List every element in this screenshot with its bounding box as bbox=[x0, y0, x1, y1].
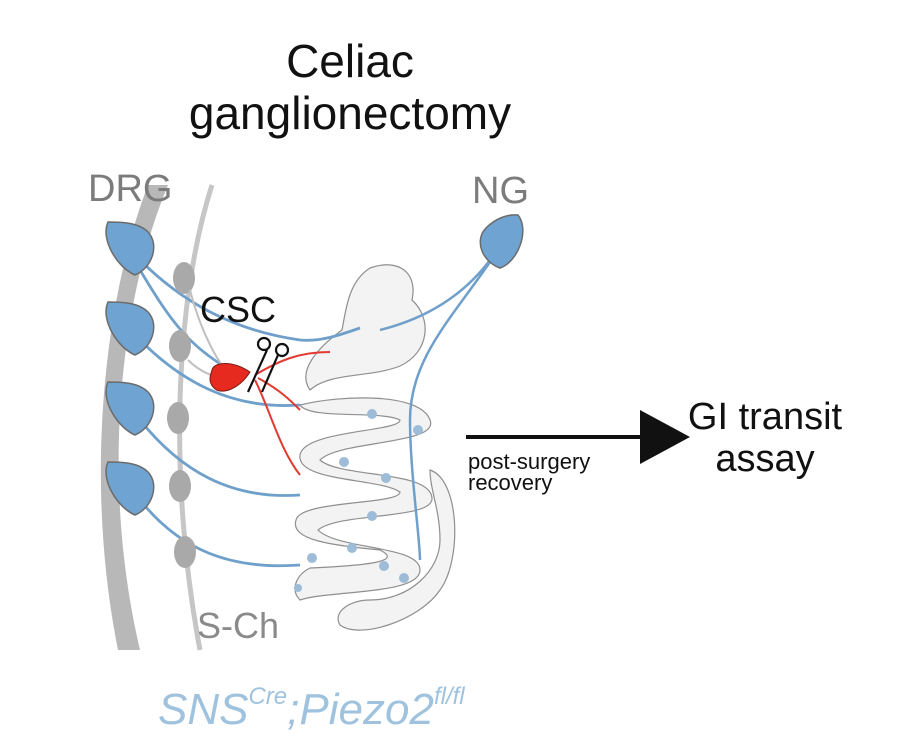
vagal-fibers bbox=[379, 259, 492, 561]
sympathetic-chain-line bbox=[177, 184, 215, 651]
s-ch-label: S-Ch bbox=[197, 605, 280, 646]
arrow-label-line-1: post-surgery bbox=[468, 449, 591, 474]
small-intestine bbox=[294, 397, 433, 601]
scissors-icon bbox=[246, 336, 290, 393]
sympathetic-efferents bbox=[254, 351, 331, 476]
spinal-cord-band bbox=[100, 185, 168, 650]
genotype-label: SNSCre;Piezo2fl/fl bbox=[158, 685, 465, 734]
title-line-2: ganglionectomy bbox=[188, 87, 512, 139]
genotype-superscript-2: fl/fl bbox=[433, 683, 465, 710]
outcome-line-2: assay bbox=[715, 438, 815, 480]
ng-label: NG bbox=[472, 170, 529, 212]
drg-neuron bbox=[105, 301, 155, 356]
title-line-1: Celiac bbox=[286, 35, 414, 87]
drg-neuron bbox=[105, 461, 155, 516]
genotype-gene-1: SNS bbox=[158, 685, 249, 734]
ng-neuron bbox=[479, 214, 524, 269]
outcome-line-1: GI transit bbox=[687, 396, 843, 438]
sympathetic-chain-ganglia bbox=[167, 262, 196, 568]
colon bbox=[337, 469, 456, 631]
enteric-patches bbox=[294, 409, 423, 592]
arrow-label-line-2: recovery bbox=[468, 470, 553, 495]
stomach bbox=[305, 264, 426, 391]
drg-neurons bbox=[105, 221, 155, 516]
drg-neuron bbox=[105, 221, 155, 276]
genotype-gene-2: Piezo2 bbox=[299, 685, 434, 734]
drg-neuron bbox=[105, 381, 155, 436]
genotype-superscript-1: Cre bbox=[248, 683, 288, 710]
celiac-ganglion bbox=[209, 363, 251, 392]
csc-label: CSC bbox=[200, 289, 277, 330]
gut bbox=[294, 264, 456, 631]
drg-label: DRG bbox=[88, 168, 173, 210]
genotype-separator: ; bbox=[287, 685, 300, 734]
arrow-right-icon bbox=[466, 410, 690, 464]
